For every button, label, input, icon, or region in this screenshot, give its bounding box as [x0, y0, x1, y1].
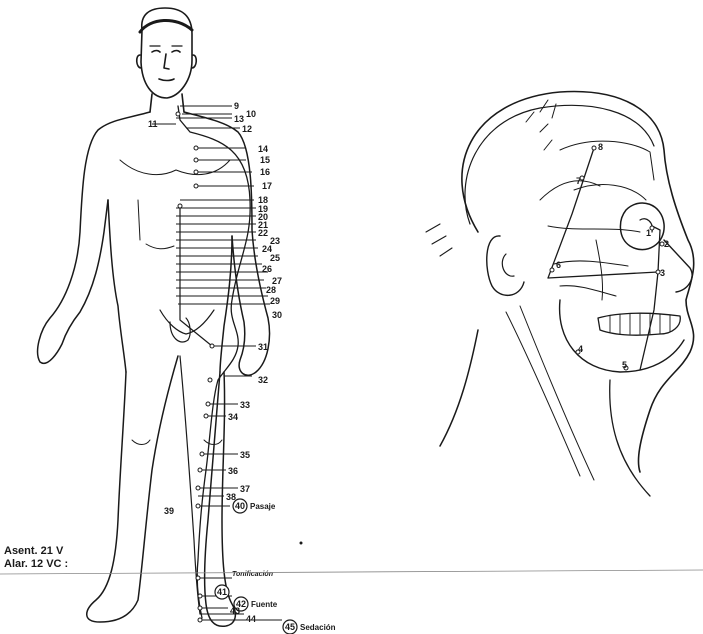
point-number: 28 [266, 285, 276, 295]
point-number: 16 [260, 167, 270, 177]
point-number: 11 [148, 119, 158, 129]
point-number: 12 [242, 124, 252, 134]
head-point-number: 6 [556, 260, 561, 270]
special-points: 40 Pasaje Tonificación 41 42 Fuente 43 4… [215, 499, 336, 634]
point-number: 35 [240, 450, 250, 460]
point-number: 22 [258, 228, 268, 238]
head-point-number: 7 [576, 176, 581, 186]
note-line-2: Alar. 12 VC : [4, 558, 68, 570]
point-number: 32 [258, 375, 268, 385]
special-point-number: 45 [285, 622, 295, 632]
special-point-number: 41 [217, 587, 227, 597]
body-figure: 9 10 11 12 13 14 15 16 17 18 19 20 21 22… [38, 8, 336, 634]
head-point-number: 5 [622, 360, 627, 370]
note-line-1: Asent. 21 V [4, 545, 64, 557]
point-number: 14 [258, 144, 268, 154]
head-point-number: 2 [664, 239, 669, 249]
point-number: 15 [260, 155, 270, 165]
point-number: 29 [270, 296, 280, 306]
point-number: 30 [272, 310, 282, 320]
point-number: 26 [262, 264, 272, 274]
head-point-number: 8 [598, 142, 603, 152]
head-point-number: 1 [646, 228, 651, 238]
point-number: 37 [240, 484, 250, 494]
special-point-number: 40 [235, 501, 245, 511]
head-point-numbers: 1 2 3 4 5 6 7 8 [556, 142, 669, 370]
head-point-number: 3 [660, 268, 665, 278]
point-number: 31 [258, 342, 268, 352]
point-number: 25 [270, 253, 280, 263]
notes: Asent. 21 V Alar. 12 VC : [4, 545, 68, 570]
page-fold-line [0, 570, 703, 574]
head-point-dots [550, 146, 664, 370]
special-point-number: 44 [246, 614, 256, 624]
head-figure [426, 92, 694, 496]
head-point-number: 4 [578, 344, 583, 354]
special-point-label: Pasaje [250, 502, 276, 511]
special-point-label: Fuente [251, 600, 278, 609]
point-number: 13 [234, 114, 244, 124]
special-point-number: 43 [230, 606, 240, 616]
point-number: 33 [240, 400, 250, 410]
stray-mark [300, 542, 303, 545]
point-number: 39 [164, 506, 174, 516]
point-number: 36 [228, 466, 238, 476]
point-number: 34 [228, 412, 238, 422]
point-number: 9 [234, 101, 239, 111]
body-outline [38, 112, 270, 626]
point-dots [176, 112, 214, 622]
special-point-label: Sedación [300, 623, 336, 632]
special-point-label: Tonificación [232, 571, 273, 578]
point-number: 10 [246, 109, 256, 119]
point-number: 17 [262, 181, 272, 191]
body-head [137, 8, 197, 112]
